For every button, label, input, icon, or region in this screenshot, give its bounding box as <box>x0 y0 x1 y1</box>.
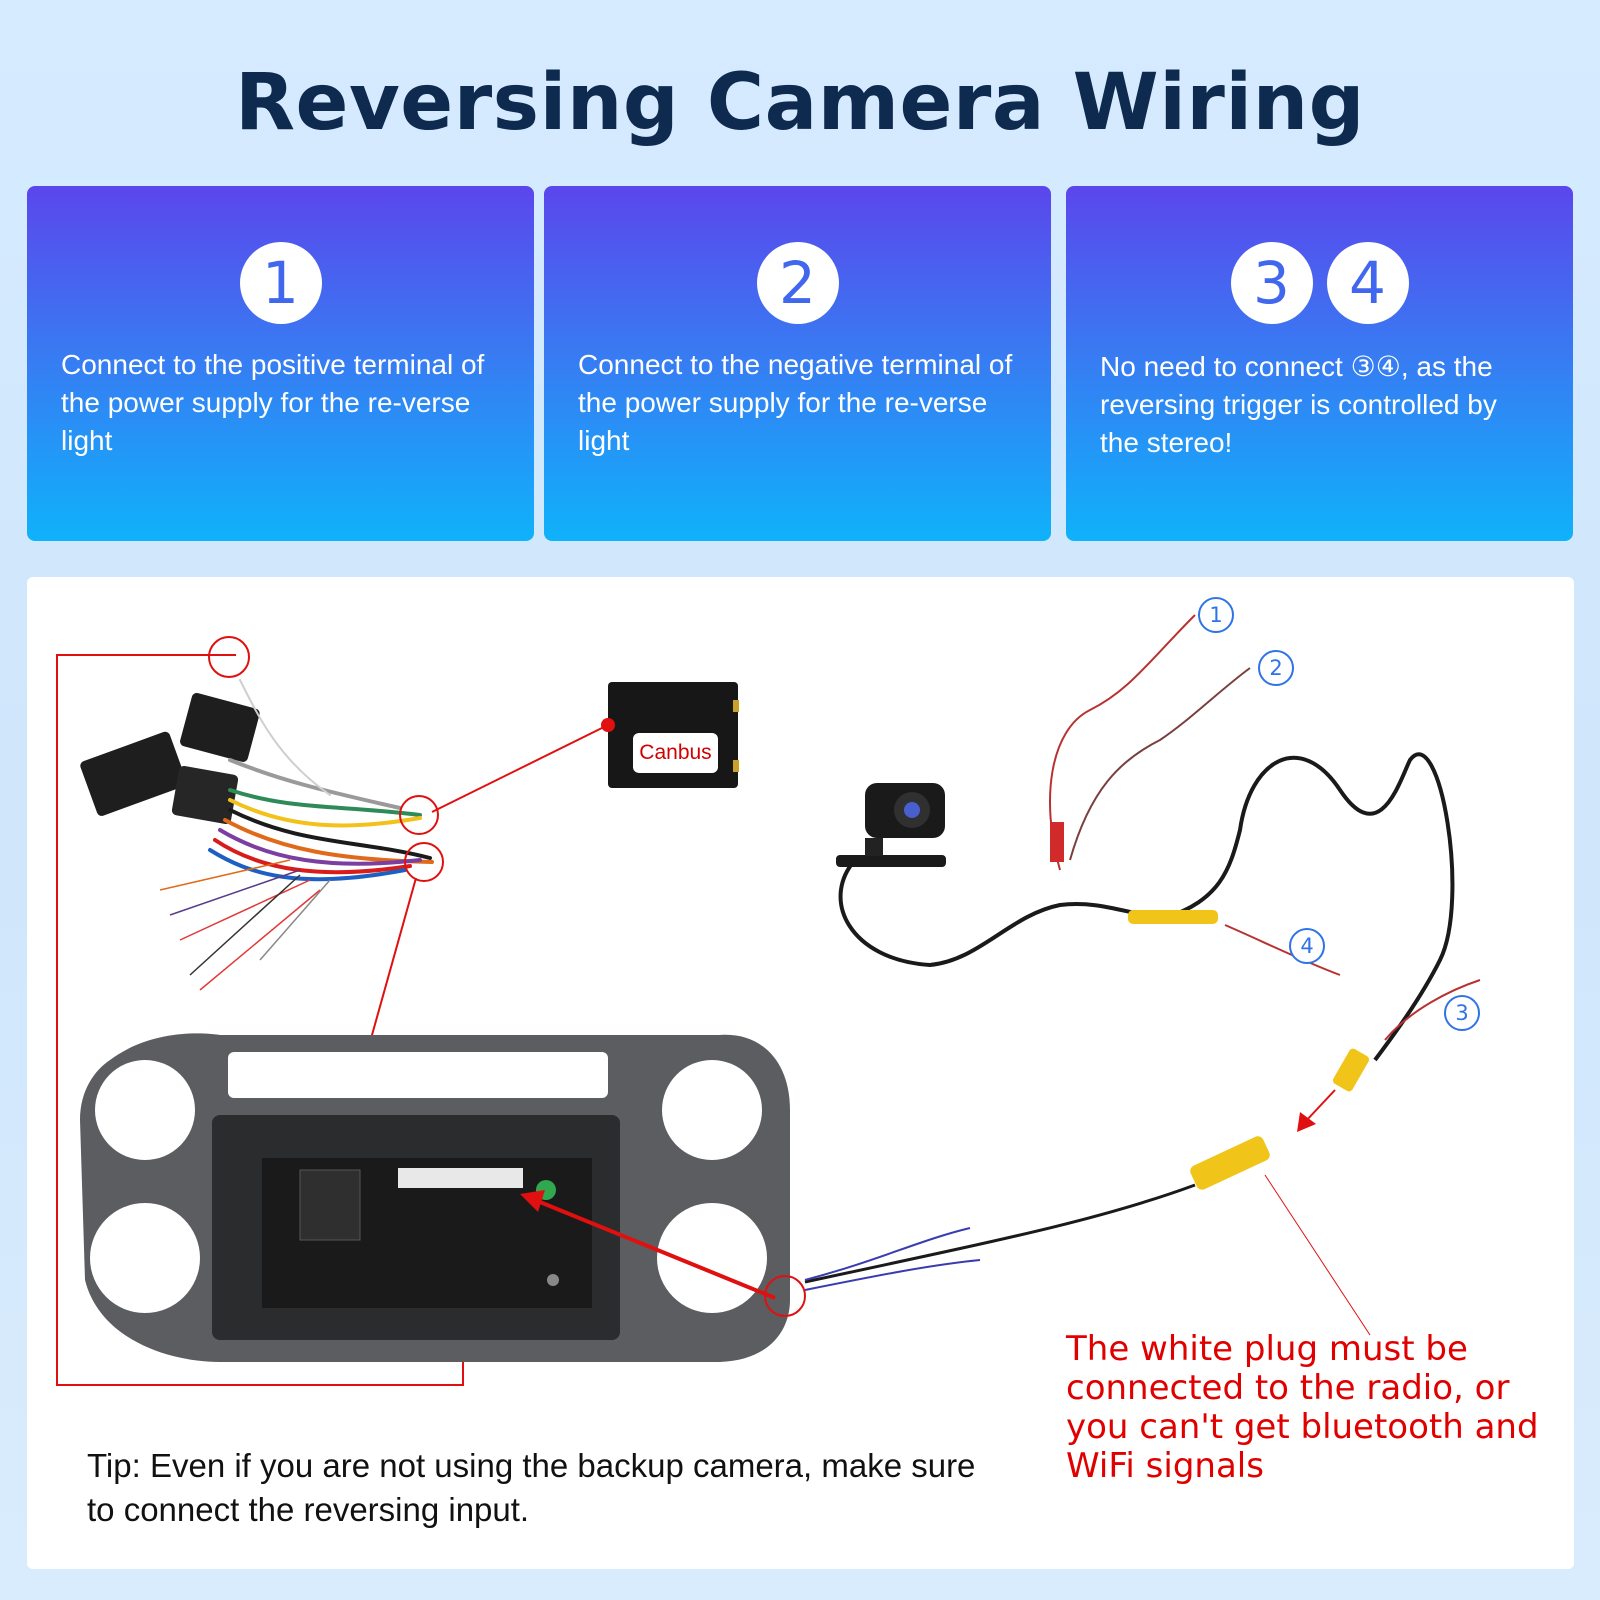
rca-arrow <box>1304 1089 1336 1123</box>
step-number-badge: 2 <box>756 242 839 324</box>
step-number-badge: 4 <box>1326 242 1409 324</box>
harness-plug-highlight <box>208 636 250 678</box>
wiring-harness-image <box>80 679 434 991</box>
rca-connector-lower <box>1190 1136 1270 1190</box>
step-card-3: 3 4 No need to connect ③④, as the revers… <box>1066 186 1573 541</box>
step-number-row: 3 4 <box>1066 242 1573 324</box>
rca-connector-middle <box>1128 910 1218 924</box>
canbus-link-line <box>431 724 609 813</box>
step-number-row: 1 <box>27 242 534 324</box>
page-title: Reversing Camera Wiring <box>234 58 1365 148</box>
wire-2 <box>1069 667 1251 861</box>
wire-label-3: 3 <box>1444 995 1480 1031</box>
step-description: No need to connect ③④, as the reversing … <box>1100 351 1497 458</box>
wire-1 <box>1049 614 1196 871</box>
warning-pointer-line <box>1264 1174 1371 1336</box>
radio-frame-image <box>80 1033 790 1362</box>
reversing-camera-image <box>836 783 946 867</box>
wire-3 <box>1384 979 1481 1041</box>
warning-text: The white plug must be connected to the … <box>1066 1329 1539 1486</box>
step-number-badge: 1 <box>239 242 322 324</box>
step-number-badge: 3 <box>1230 242 1313 324</box>
tip-text: Tip: Even if you are not using the backu… <box>87 1447 976 1528</box>
wire-label-2: 2 <box>1258 650 1294 686</box>
camera-cable <box>838 858 1166 968</box>
harness-canbus-plug-highlight <box>399 795 439 835</box>
rca-cable-lower <box>804 1183 1196 1284</box>
step-number-row: 2 <box>544 242 1051 324</box>
canbus-label: Canbus <box>633 733 718 773</box>
wire-4 <box>1224 924 1341 976</box>
step-description: Connect to the negative terminal of the … <box>578 349 1013 456</box>
white-plug-arrow <box>534 1198 776 1300</box>
harness-radio-plug-highlight <box>404 842 444 882</box>
rca-connector-top <box>1332 1048 1370 1092</box>
step-description: Connect to the positive terminal of the … <box>61 349 485 456</box>
canbus-link-dot <box>601 718 615 732</box>
wire-label-1: 1 <box>1198 597 1234 633</box>
step-card-2: 2 Connect to the negative terminal of th… <box>544 186 1051 541</box>
video-cable <box>1164 752 1455 1062</box>
white-plug-highlight <box>764 1275 806 1317</box>
wire-label-4: 4 <box>1289 928 1325 964</box>
step-card-1: 1 Connect to the positive terminal of th… <box>27 186 534 541</box>
